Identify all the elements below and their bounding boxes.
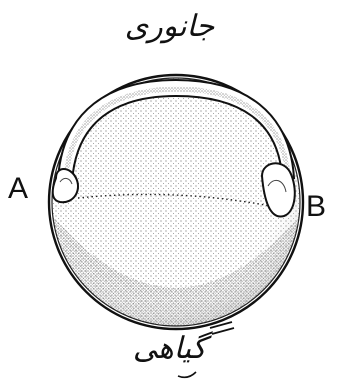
- point-a-label: A: [8, 174, 28, 204]
- vegetal-pole-label: گیاهی: [0, 334, 339, 364]
- point-b-label: B: [306, 192, 326, 222]
- animal-pole-label: جانوری: [0, 12, 339, 42]
- lip-a: [53, 169, 78, 202]
